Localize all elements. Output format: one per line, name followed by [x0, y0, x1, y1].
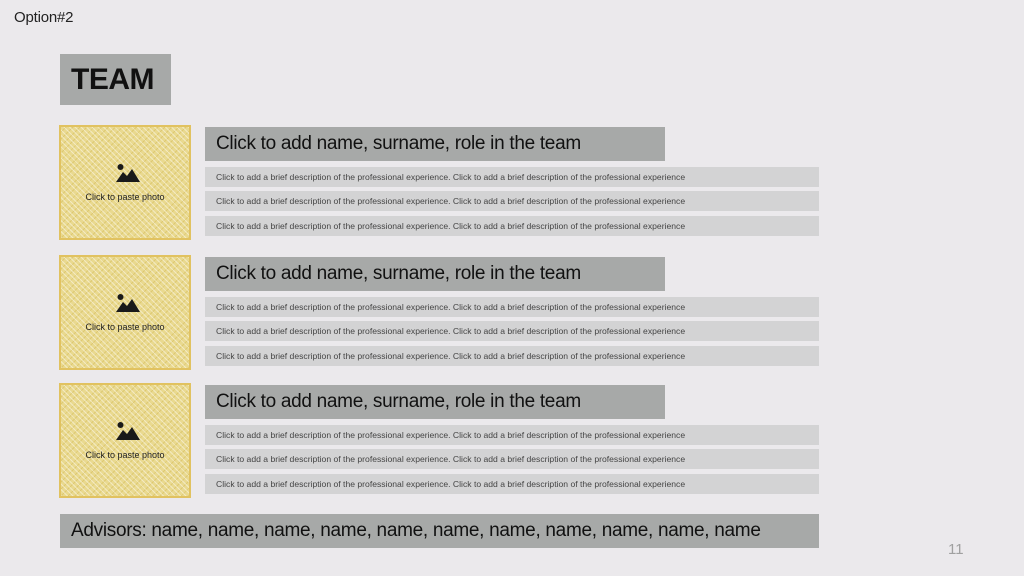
team-member-3: Click to paste photo Click to add name, …: [0, 383, 1024, 499]
member-description-field[interactable]: Click to add a brief description of the …: [205, 321, 819, 341]
member-description-field[interactable]: Click to add a brief description of the …: [205, 449, 819, 469]
option-label: Option#2: [14, 9, 74, 26]
member-name-field[interactable]: Click to add name, surname, role in the …: [205, 127, 665, 161]
picture-icon: [116, 422, 140, 440]
team-member-2: Click to paste photo Click to add name, …: [0, 255, 1024, 371]
member-name-field[interactable]: Click to add name, surname, role in the …: [205, 257, 665, 291]
team-member-1: Click to paste photo Click to add name, …: [0, 125, 1024, 241]
photo-placeholder[interactable]: Click to paste photo: [59, 383, 191, 498]
member-description-field[interactable]: Click to add a brief description of the …: [205, 474, 819, 494]
photo-placeholder[interactable]: Click to paste photo: [59, 255, 191, 370]
member-description-field[interactable]: Click to add a brief description of the …: [205, 167, 819, 187]
page-number: 11: [948, 541, 964, 558]
member-description-field[interactable]: Click to add a brief description of the …: [205, 425, 819, 445]
photo-placeholder-label: Click to paste photo: [85, 450, 165, 460]
member-description-field[interactable]: Click to add a brief description of the …: [205, 346, 819, 366]
advisors-field[interactable]: Advisors: name, name, name, name, name, …: [60, 514, 819, 548]
member-description-field[interactable]: Click to add a brief description of the …: [205, 216, 819, 236]
photo-placeholder-label: Click to paste photo: [85, 322, 165, 332]
member-description-field[interactable]: Click to add a brief description of the …: [205, 297, 819, 317]
photo-placeholder-label: Click to paste photo: [85, 192, 165, 202]
member-description-field[interactable]: Click to add a brief description of the …: [205, 191, 819, 211]
picture-icon: [116, 164, 140, 182]
picture-icon: [116, 294, 140, 312]
slide-title: TEAM: [71, 62, 155, 96]
photo-placeholder[interactable]: Click to paste photo: [59, 125, 191, 240]
member-name-field[interactable]: Click to add name, surname, role in the …: [205, 385, 665, 419]
slide-title-box[interactable]: TEAM: [60, 54, 171, 105]
